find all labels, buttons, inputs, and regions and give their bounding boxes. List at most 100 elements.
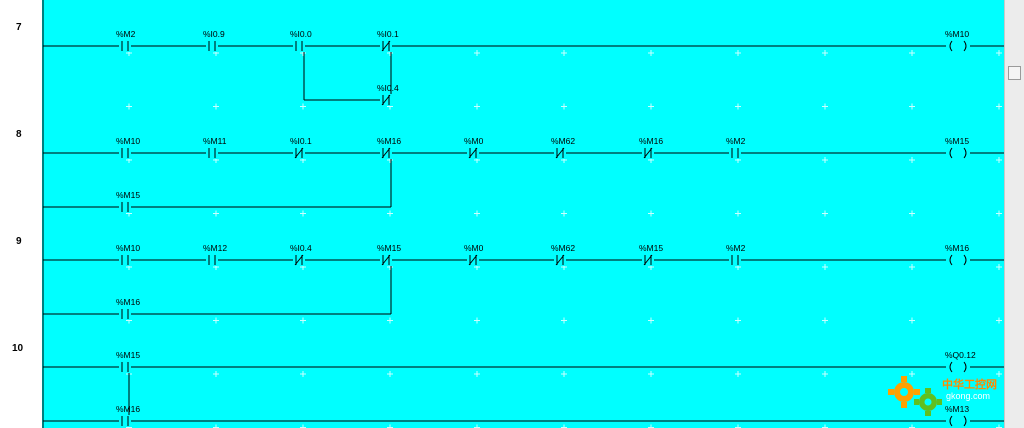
contact-slash [643, 147, 653, 159]
contact-label: %M15 [639, 243, 663, 253]
contact-slash [555, 147, 565, 159]
coil-label: %M13 [945, 404, 969, 414]
rung-number-8: 8 [16, 129, 22, 140]
contact-gap [206, 147, 218, 159]
coil-rung-8[interactable] [946, 146, 970, 160]
branch-contact[interactable] [119, 201, 131, 213]
contact-label: %M0 [464, 136, 484, 146]
branch-contact[interactable] [119, 415, 131, 427]
contact-slash [468, 147, 478, 159]
coil-arc-left [949, 415, 953, 427]
contact-rung-8[interactable] [119, 147, 131, 159]
coil-arc-right [963, 361, 967, 373]
contact-label: %M62 [551, 243, 575, 253]
coil-rung-10[interactable] [946, 360, 970, 374]
rung-number-10: 10 [12, 343, 24, 354]
contact-rung-7[interactable] [380, 40, 392, 52]
contact-rung-8[interactable] [206, 147, 218, 159]
coil-arc-left [949, 254, 953, 266]
watermark: 中华工控网 gkong.com [884, 372, 1024, 422]
coil-rung-9[interactable] [946, 253, 970, 267]
contact-label: %M15 [116, 190, 140, 200]
contact-label: %M16 [377, 136, 401, 146]
contact-rung-8[interactable] [380, 147, 392, 159]
contact-label: %I0.9 [203, 29, 225, 39]
contact-rung-9[interactable] [467, 254, 479, 266]
coil-arc-left [949, 361, 953, 373]
rung-number-9: 9 [16, 236, 22, 247]
contact-label: %I0.4 [290, 243, 312, 253]
contact-slash [643, 254, 653, 266]
coil-rung-7[interactable] [946, 39, 970, 53]
rung-number-7: 7 [16, 22, 22, 33]
branch-contact[interactable] [119, 308, 131, 320]
coil2-rung-10[interactable] [946, 414, 970, 428]
contact-gap [206, 40, 218, 52]
contact-label: %M16 [116, 404, 140, 414]
coil-arc-right [963, 254, 967, 266]
contact-label: %I0.1 [290, 136, 312, 146]
coil-arc-right [963, 415, 967, 427]
vertical-scrollbar[interactable] [1004, 0, 1024, 428]
contact-slash [381, 94, 391, 106]
contact-rung-8[interactable] [467, 147, 479, 159]
contact-label: %M16 [116, 297, 140, 307]
contact-slash [294, 147, 304, 159]
contact-gap [206, 254, 218, 266]
contact-rung-9[interactable] [206, 254, 218, 266]
contact-label: %M15 [377, 243, 401, 253]
coil-label: %M15 [945, 136, 969, 146]
ladder-elements[interactable]: %M2%I0.9%I0.0%I0.1%I0.4%M10%M10%M11%I0.1… [116, 29, 976, 428]
contact-gap [119, 40, 131, 52]
contact-rung-9[interactable] [293, 254, 305, 266]
branch-contact[interactable] [380, 94, 392, 106]
wires [42, 0, 1004, 428]
contact-rung-7[interactable] [293, 40, 305, 52]
contact-rung-10[interactable] [119, 361, 131, 373]
contact-slash [381, 40, 391, 52]
contact-slash [294, 254, 304, 266]
contact-gap [729, 254, 741, 266]
contact-rung-7[interactable] [206, 40, 218, 52]
contact-gap [119, 147, 131, 159]
scrollbar-thumb[interactable] [1008, 66, 1021, 80]
contact-label: %M2 [726, 243, 746, 253]
contact-slash [381, 147, 391, 159]
gear-icon [888, 376, 942, 416]
contact-label: %M2 [726, 136, 746, 146]
coil-label: %Q0.12 [945, 350, 976, 360]
rung-number-gutter: 7 8 9 10 [0, 0, 42, 428]
coil-label: %M10 [945, 29, 969, 39]
contact-rung-9[interactable] [119, 254, 131, 266]
contact-rung-9[interactable] [380, 254, 392, 266]
contact-rung-9[interactable] [554, 254, 566, 266]
contact-rung-7[interactable] [119, 40, 131, 52]
ladder-diagram[interactable]: %M2%I0.9%I0.0%I0.1%I0.4%M10%M10%M11%I0.1… [42, 0, 1004, 428]
contact-rung-8[interactable] [642, 147, 654, 159]
contact-gap [119, 415, 131, 427]
contact-rung-8[interactable] [293, 147, 305, 159]
contact-gap [119, 361, 131, 373]
contact-slash [555, 254, 565, 266]
contact-label: %M11 [203, 136, 227, 146]
watermark-cn-text: 中华工控网 [942, 379, 997, 391]
contact-rung-8[interactable] [729, 147, 741, 159]
contact-gap [293, 40, 305, 52]
ladder-canvas[interactable]: %M2%I0.9%I0.0%I0.1%I0.4%M10%M10%M11%I0.1… [42, 0, 1004, 428]
coil-gap [946, 360, 970, 374]
contact-rung-8[interactable] [554, 147, 566, 159]
contact-gap [119, 254, 131, 266]
contact-gap [119, 308, 131, 320]
coil-label: %M16 [945, 243, 969, 253]
contact-label: %M10 [116, 136, 140, 146]
contact-rung-9[interactable] [642, 254, 654, 266]
contact-rung-9[interactable] [729, 254, 741, 266]
coil-gap [946, 414, 970, 428]
contact-label: %M10 [116, 243, 140, 253]
contact-gap [729, 147, 741, 159]
coil-arc-right [963, 40, 967, 52]
coil-arc-left [949, 40, 953, 52]
contact-label: %I0.1 [377, 29, 399, 39]
grid-crosses [126, 50, 1002, 428]
coil-arc-left [949, 147, 953, 159]
